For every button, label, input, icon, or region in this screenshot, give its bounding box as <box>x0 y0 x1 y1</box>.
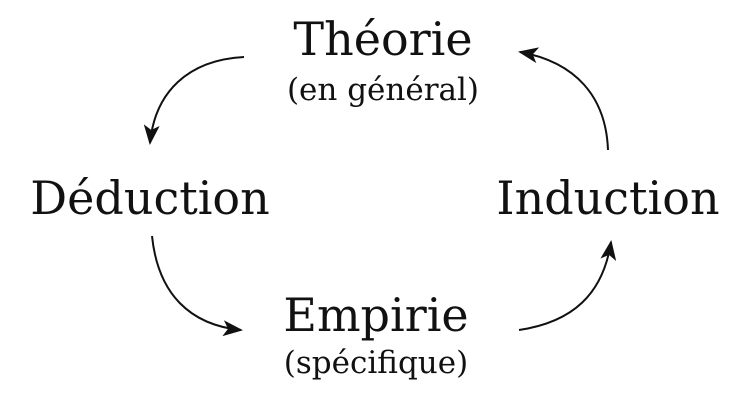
node-induction: Induction <box>496 171 719 225</box>
node-empirie: Empirie (spécifique) <box>283 288 468 381</box>
arrow-theorie-to-deduction <box>143 56 245 145</box>
node-theorie: Théorie (en général) <box>287 12 479 108</box>
arrow-induction-to-theorie <box>518 47 609 151</box>
node-empirie-label: Empirie <box>283 288 468 342</box>
node-deduction-label: Déduction <box>30 171 269 225</box>
node-theorie-label: Théorie <box>293 12 472 66</box>
node-induction-label: Induction <box>496 171 719 225</box>
arrow-deduction-to-empirie <box>151 235 243 337</box>
node-deduction: Déduction <box>30 171 269 225</box>
node-theorie-sublabel: (en général) <box>287 72 479 108</box>
arrow-empirie-to-induction <box>518 240 617 331</box>
node-empirie-sublabel: (spécifique) <box>284 345 468 381</box>
